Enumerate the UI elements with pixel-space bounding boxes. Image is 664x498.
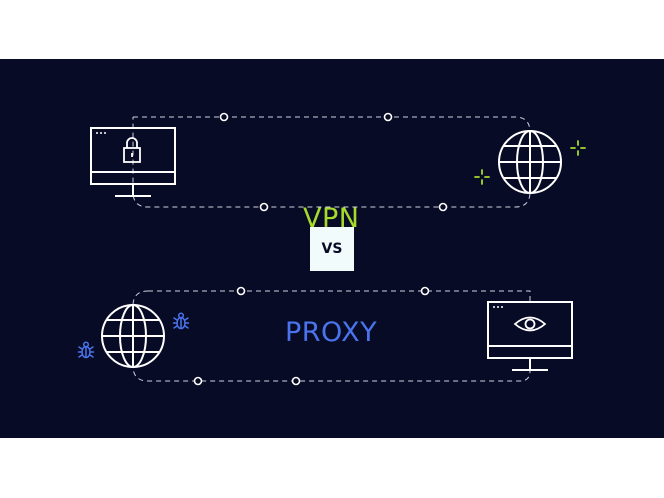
- path-node: [259, 202, 269, 212]
- globe-icon: [498, 130, 562, 194]
- proxy-label: PROXY: [285, 317, 378, 348]
- sparkle-icon: [474, 169, 490, 185]
- sparkle-icon: [570, 140, 586, 156]
- comparison-banner: VPN VS PROXY: [0, 59, 664, 438]
- path-node: [193, 376, 203, 386]
- path-node: [236, 286, 246, 296]
- locked-monitor-icon: [90, 127, 176, 197]
- bug-icon: [172, 312, 190, 330]
- path-node: [420, 286, 430, 296]
- versus-badge: VS: [310, 227, 354, 271]
- illustration: [77, 112, 586, 386]
- versus-label: VS: [321, 241, 343, 257]
- vpn-connection-path: [132, 116, 531, 208]
- path-node: [438, 202, 448, 212]
- path-node: [219, 112, 229, 122]
- path-node: [383, 112, 393, 122]
- eye-monitor-icon: [487, 301, 573, 371]
- path-node: [291, 376, 301, 386]
- globe-icon: [101, 304, 165, 368]
- bug-icon: [77, 341, 95, 359]
- proxy-path-nodes: [193, 286, 430, 386]
- vpn-path-nodes: [219, 112, 448, 212]
- proxy-connection-path: [132, 290, 531, 382]
